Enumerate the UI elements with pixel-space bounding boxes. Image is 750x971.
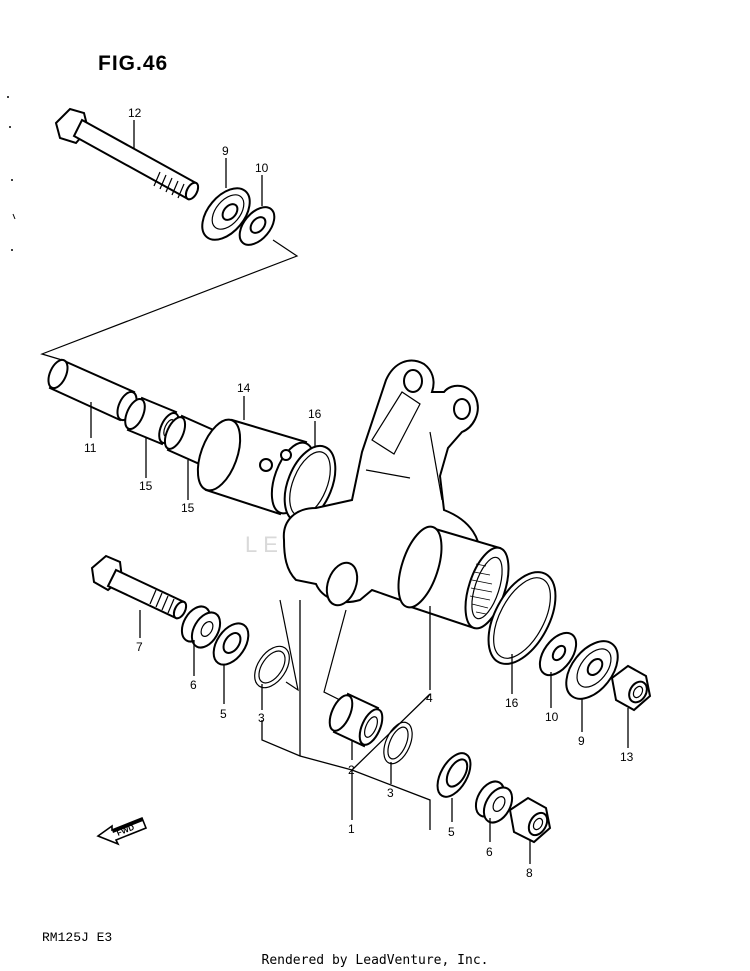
part-5-seal-lower	[436, 752, 472, 798]
callout-9-right: 9	[578, 734, 585, 748]
callout-7: 7	[136, 640, 143, 654]
part-16-ring-right	[487, 571, 557, 665]
part-6-collar-left	[180, 605, 222, 649]
callout-9-top: 9	[222, 144, 229, 158]
callout-3-lower: 3	[387, 786, 394, 800]
part-12-bolt	[54, 107, 200, 201]
callout-4: 4	[426, 691, 433, 705]
callout-3-left: 3	[258, 711, 265, 725]
callout-1: 1	[348, 822, 355, 836]
part-9-seal-top	[201, 187, 251, 241]
callout-5-lower: 5	[448, 825, 455, 839]
assembly-line-lower-left	[279, 599, 299, 692]
part-10-washer-top	[238, 206, 276, 246]
scan-marks	[7, 96, 16, 251]
callout-16-left: 16	[308, 407, 322, 421]
callout-2: 2	[348, 763, 355, 777]
callout-labels: 12 9 10 14 16 11 15 15 7 6 5 3 4 16 10 9…	[84, 106, 634, 880]
part-9-seal-right	[565, 640, 619, 700]
callout-5-left: 5	[220, 707, 227, 721]
model-code: RM125J E3	[42, 930, 113, 945]
leader-lines	[90, 120, 629, 864]
forward-arrow-icon: FWD	[96, 816, 148, 846]
callout-13: 13	[620, 750, 634, 764]
part-5-washer-left	[212, 622, 250, 666]
assembly-line-top	[40, 239, 299, 361]
callout-15-a: 15	[139, 479, 153, 493]
callout-11: 11	[84, 441, 97, 455]
callout-6-lower: 6	[486, 845, 493, 859]
callout-10-top: 10	[255, 161, 269, 175]
figure-title: FIG.46	[98, 52, 169, 75]
part-10-washer-right	[538, 631, 578, 677]
part-6-collar-lower	[474, 780, 514, 824]
callout-8: 8	[526, 866, 533, 880]
part-7-bolt	[90, 554, 188, 620]
part-11-spacer-pipe	[47, 358, 138, 422]
callout-15-b: 15	[181, 501, 195, 515]
callout-6-left: 6	[190, 678, 197, 692]
part-3-ring-lower	[383, 721, 413, 765]
assembly-line-lower-mid	[323, 609, 347, 703]
callout-16-right: 16	[505, 696, 519, 710]
part-3-ring-left	[254, 645, 290, 689]
callout-14: 14	[237, 381, 251, 395]
part-2-bearing	[328, 692, 384, 748]
part-8-nut	[508, 796, 552, 844]
footer-credit: Rendered by LeadVenture, Inc.	[261, 953, 489, 968]
callout-12: 12	[128, 106, 142, 120]
part-13-nut	[610, 664, 652, 712]
callout-10-right: 10	[545, 710, 559, 724]
